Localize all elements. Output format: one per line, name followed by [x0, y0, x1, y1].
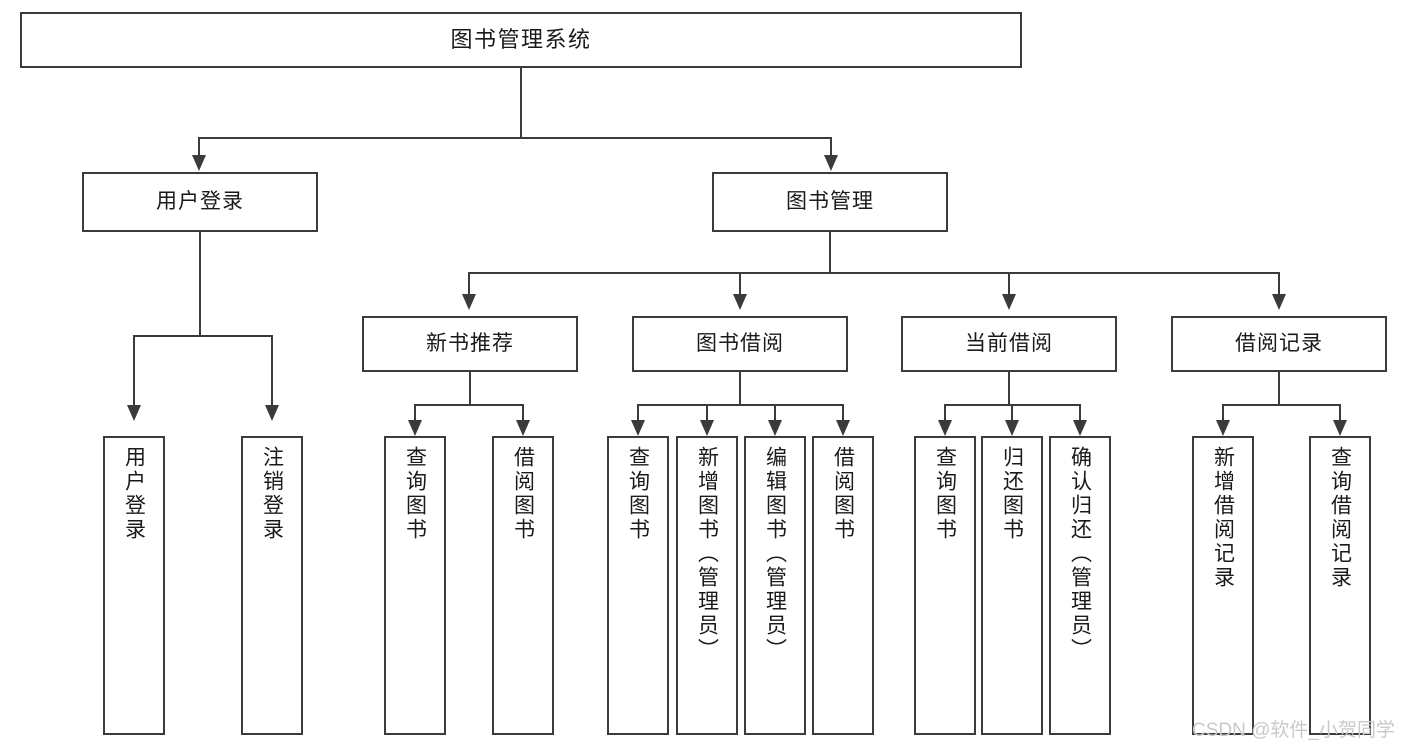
arrow-bm-to-current-borrow — [1002, 294, 1016, 310]
node-label: 借阅图书 — [511, 446, 535, 542]
edge-book-management-stem — [829, 232, 831, 274]
node-leaf-add-record[interactable]: 新增借阅记录 — [1192, 436, 1254, 735]
edge-book-management-split-bar — [468, 272, 1280, 274]
edge-new-book-to-leaf-2 — [522, 404, 524, 422]
edge-book-borrow-split-bar — [637, 404, 844, 406]
node-leaf-query-book-3[interactable]: 查询图书 — [914, 436, 976, 735]
node-label: 编辑图书（管理员） — [763, 446, 787, 662]
edge-bm-to-new-book — [468, 272, 470, 296]
node-leaf-confirm-return[interactable]: 确认归还（管理员） — [1049, 436, 1111, 735]
edge-book-borrow-to-leaf-2 — [706, 404, 708, 422]
arrow-new-book-to-leaf-1 — [408, 420, 422, 436]
node-leaf-add-book[interactable]: 新增图书（管理员） — [676, 436, 738, 735]
edge-book-borrow-to-leaf-4 — [842, 404, 844, 422]
edge-root-split-bar — [198, 137, 832, 139]
node-leaf-query-book-2[interactable]: 查询图书 — [607, 436, 669, 735]
edge-current-borrow-to-leaf-1 — [944, 404, 946, 422]
node-label: 用户登录 — [122, 446, 146, 542]
node-current-borrow[interactable]: 当前借阅 — [901, 316, 1117, 372]
arrow-user-login-to-leaf-1 — [127, 405, 141, 421]
node-label: 图书借阅 — [696, 331, 784, 355]
edge-current-borrow-to-leaf-3 — [1079, 404, 1081, 422]
arrow-user-login-to-leaf-2 — [265, 405, 279, 421]
node-leaf-return-book[interactable]: 归还图书 — [981, 436, 1043, 735]
arrow-current-borrow-to-leaf-1 — [938, 420, 952, 436]
arrow-bm-to-new-book — [462, 294, 476, 310]
node-label: 借阅图书 — [831, 446, 855, 542]
arrow-current-borrow-to-leaf-2 — [1005, 420, 1019, 436]
node-label: 确认归还（管理员） — [1068, 446, 1092, 662]
node-label: 新增借阅记录 — [1211, 446, 1235, 590]
arrow-book-borrow-to-leaf-3 — [768, 420, 782, 436]
edge-book-borrow-stem — [739, 372, 741, 406]
arrow-book-borrow-to-leaf-4 — [836, 420, 850, 436]
edge-borrow-records-to-leaf-2 — [1339, 404, 1341, 422]
edge-current-borrow-stem — [1008, 372, 1010, 406]
arrow-borrow-records-to-leaf-2 — [1333, 420, 1347, 436]
edge-root-stem — [520, 68, 522, 138]
edge-bm-to-borrow-records — [1278, 272, 1280, 296]
arrow-book-borrow-to-leaf-1 — [631, 420, 645, 436]
node-label: 查询图书 — [403, 446, 427, 542]
arrow-current-borrow-to-leaf-3 — [1073, 420, 1087, 436]
arrow-root-to-book-management — [824, 155, 838, 171]
arrow-bm-to-book-borrow — [733, 294, 747, 310]
node-label: 新增图书（管理员） — [695, 446, 719, 662]
node-leaf-user-login[interactable]: 用户登录 — [103, 436, 165, 735]
arrow-new-book-to-leaf-2 — [516, 420, 530, 436]
node-new-book-recommend[interactable]: 新书推荐 — [362, 316, 578, 372]
node-label: 图书管理系统 — [450, 27, 592, 53]
edge-borrow-records-stem — [1278, 372, 1280, 406]
edge-bm-to-current-borrow — [1008, 272, 1010, 296]
node-user-login[interactable]: 用户登录 — [82, 172, 318, 232]
node-label: 借阅记录 — [1235, 331, 1323, 355]
node-label: 查询借阅记录 — [1328, 446, 1352, 590]
node-leaf-logout[interactable]: 注销登录 — [241, 436, 303, 735]
edge-book-borrow-to-leaf-3 — [774, 404, 776, 422]
edge-new-book-to-leaf-1 — [414, 404, 416, 422]
edge-root-to-user-login — [198, 137, 200, 157]
node-label: 归还图书 — [1000, 446, 1024, 542]
arrow-book-borrow-to-leaf-2 — [700, 420, 714, 436]
node-label: 注销登录 — [260, 446, 284, 542]
edge-new-book-split-bar — [414, 404, 524, 406]
node-book-borrow[interactable]: 图书借阅 — [632, 316, 848, 372]
edge-user-login-split-bar — [133, 335, 273, 337]
node-borrow-records[interactable]: 借阅记录 — [1171, 316, 1387, 372]
edge-current-borrow-to-leaf-2 — [1011, 404, 1013, 422]
node-label: 当前借阅 — [965, 331, 1053, 355]
arrow-bm-to-borrow-records — [1272, 294, 1286, 310]
node-label: 查询图书 — [626, 446, 650, 542]
edge-bm-to-book-borrow — [739, 272, 741, 296]
node-leaf-borrow-book-1[interactable]: 借阅图书 — [492, 436, 554, 735]
edge-borrow-records-split-bar — [1222, 404, 1341, 406]
node-leaf-borrow-book-2[interactable]: 借阅图书 — [812, 436, 874, 735]
node-label: 图书管理 — [786, 189, 874, 213]
node-book-management[interactable]: 图书管理 — [712, 172, 948, 232]
edge-root-to-book-management — [830, 137, 832, 157]
node-leaf-edit-book[interactable]: 编辑图书（管理员） — [744, 436, 806, 735]
node-label: 新书推荐 — [426, 331, 514, 355]
edge-user-login-to-leaf-1 — [133, 335, 135, 407]
edge-user-login-stem — [199, 232, 201, 336]
node-label: 用户登录 — [156, 189, 244, 213]
node-root-system[interactable]: 图书管理系统 — [20, 12, 1022, 68]
node-leaf-query-record[interactable]: 查询借阅记录 — [1309, 436, 1371, 735]
edge-book-borrow-to-leaf-1 — [637, 404, 639, 422]
arrow-root-to-user-login — [192, 155, 206, 171]
arrow-borrow-records-to-leaf-1 — [1216, 420, 1230, 436]
node-leaf-query-book-1[interactable]: 查询图书 — [384, 436, 446, 735]
edge-new-book-stem — [469, 372, 471, 406]
edge-borrow-records-to-leaf-1 — [1222, 404, 1224, 422]
edge-user-login-to-leaf-2 — [271, 335, 273, 407]
node-label: 查询图书 — [933, 446, 957, 542]
